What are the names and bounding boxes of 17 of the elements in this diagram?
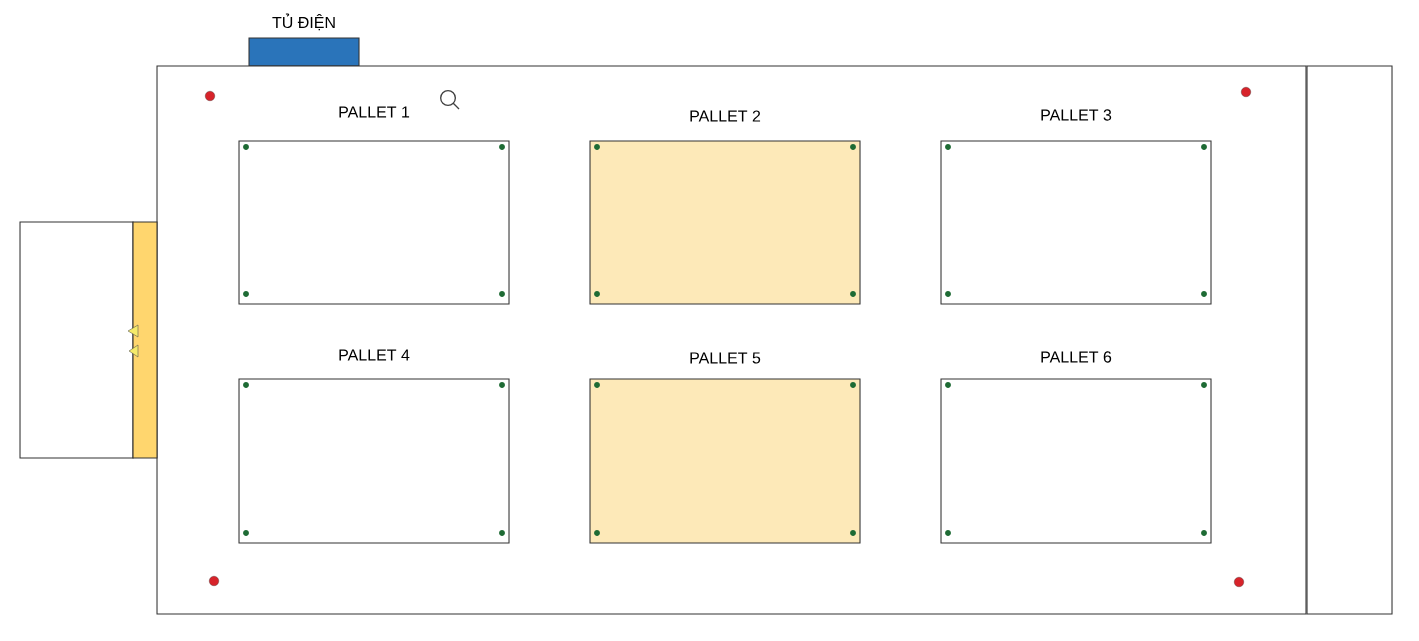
pallet-area: PALLET 3: [940, 109, 1212, 305]
node-label: PALLET 1: [339, 106, 410, 118]
door-strip: [132, 221, 158, 459]
node-label: PALLET 2: [690, 110, 761, 122]
node-label: TỦ ĐIỆN: [272, 13, 335, 31]
pallet-area: PALLET 2: [589, 110, 861, 305]
node-label: PALLET 6: [1041, 351, 1112, 363]
electrical-cabinet: TỦ ĐIỆN: [248, 13, 360, 67]
side-room: [1306, 65, 1393, 615]
pallet-area: PALLET 6: [940, 351, 1212, 544]
side-room: [19, 221, 134, 459]
pallet-area: PALLET 5: [589, 352, 861, 544]
node-label: PALLET 3: [1041, 109, 1112, 121]
node-label: PALLET 4: [339, 349, 410, 361]
pallet-area: PALLET 1: [238, 106, 510, 305]
node-label: PALLET 5: [690, 352, 761, 364]
pallet-area: PALLET 4: [238, 349, 510, 544]
